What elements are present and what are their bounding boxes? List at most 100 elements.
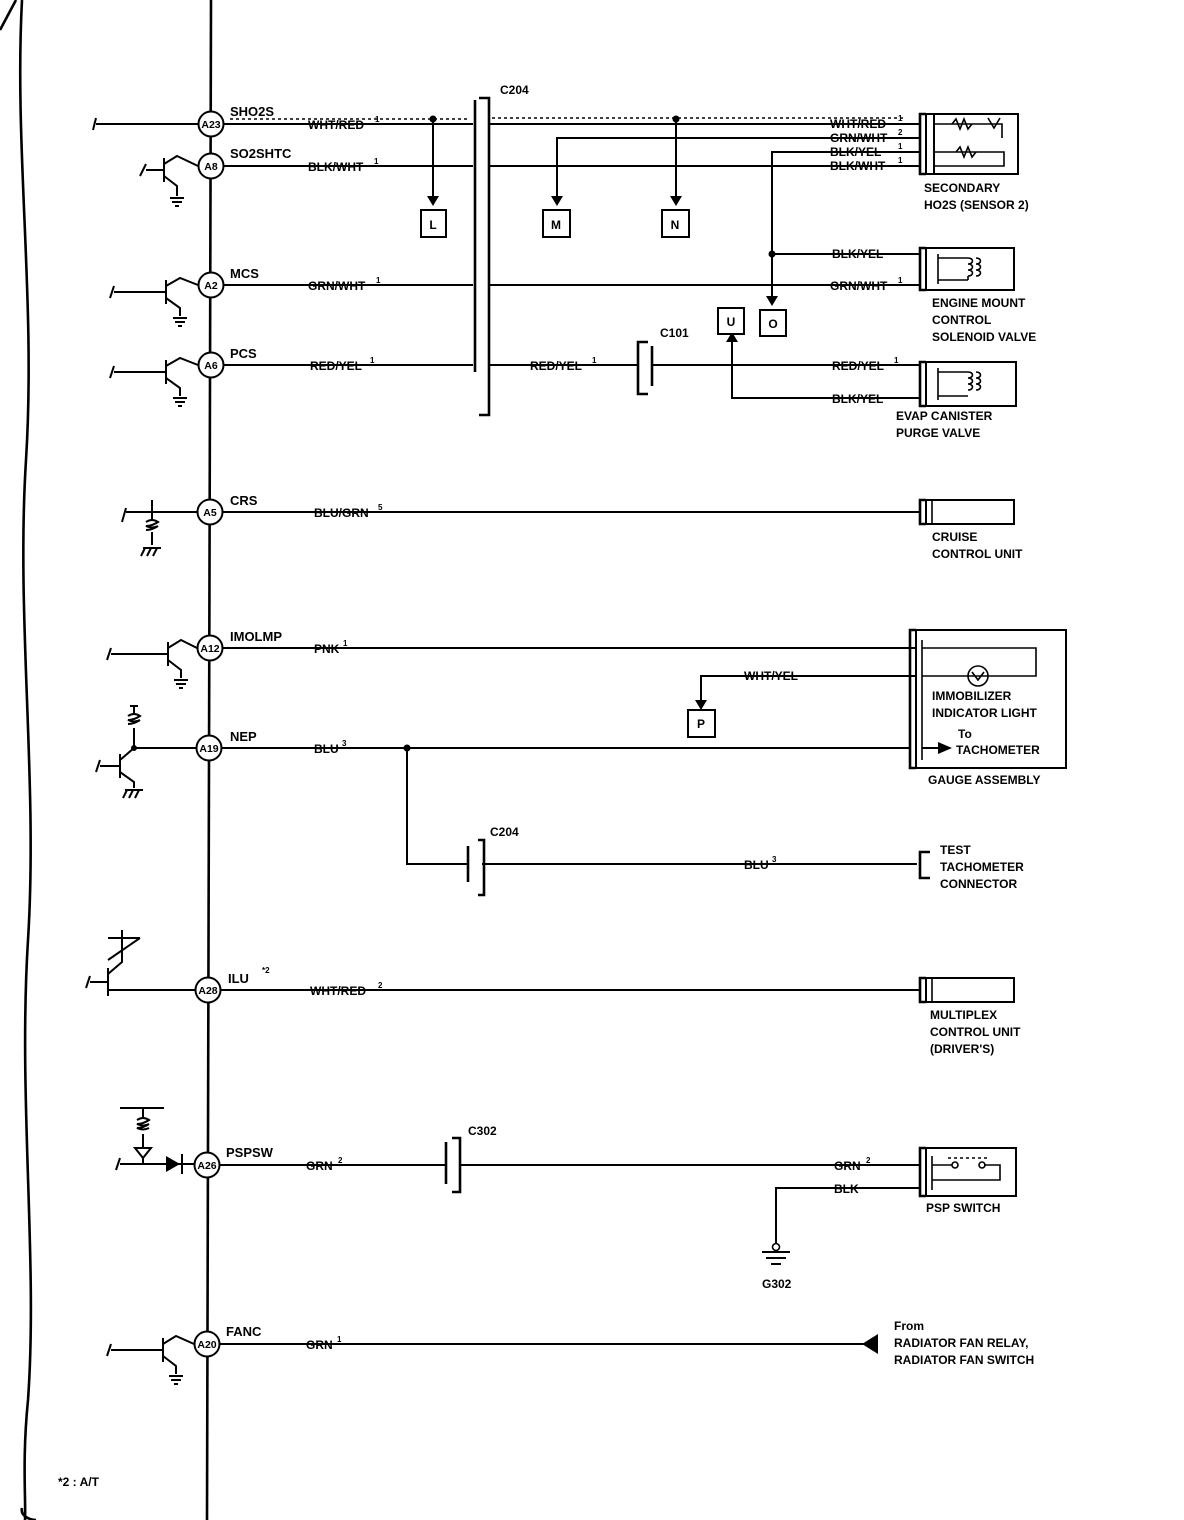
svg-text:From: From bbox=[894, 1319, 924, 1333]
svg-text:1: 1 bbox=[374, 157, 379, 166]
svg-text:1: 1 bbox=[894, 356, 899, 365]
svg-text:U: U bbox=[727, 315, 736, 329]
svg-text:SO2SHTC: SO2SHTC bbox=[230, 146, 292, 161]
svg-text:RED/YEL: RED/YEL bbox=[832, 359, 884, 373]
svg-text:GRN: GRN bbox=[306, 1338, 333, 1352]
ecm-outline bbox=[18, 0, 33, 1520]
svg-text:A8: A8 bbox=[204, 161, 218, 173]
wire-labels: WHT/RED 1 BLK/WHT 1 GRN/WHT 1 RED/YEL 1 RED/… bbox=[306, 114, 903, 1352]
svg-text:*2: *2 bbox=[262, 966, 270, 975]
reference-boxes: L M N O U P bbox=[420, 209, 787, 738]
svg-text:RADIATOR FAN RELAY,: RADIATOR FAN RELAY, bbox=[894, 1336, 1028, 1350]
pin-a6: A6 bbox=[197, 351, 225, 379]
svg-text:BLU/GRN: BLU/GRN bbox=[314, 506, 369, 520]
svg-text:3: 3 bbox=[772, 855, 777, 864]
multiplex-control-unit: MULTIPLEX CONTROL UNIT (DRIVER'S) bbox=[918, 976, 1021, 1056]
svg-text:SHO2S: SHO2S bbox=[230, 104, 274, 119]
ref-o: O bbox=[759, 309, 787, 337]
pin-a8: A8 bbox=[197, 152, 225, 180]
svg-text:BLK/YEL: BLK/YEL bbox=[832, 392, 883, 406]
svg-text:BLK/WHT: BLK/WHT bbox=[308, 160, 364, 174]
input-a5 bbox=[121, 500, 197, 557]
footnote: *2 : A/T bbox=[58, 1475, 100, 1489]
ref-u: U bbox=[717, 307, 745, 335]
transistor-a20 bbox=[106, 1334, 195, 1385]
svg-text:M: M bbox=[551, 218, 561, 232]
pin-a20: A20 bbox=[193, 1330, 221, 1358]
svg-text:IMOLMP: IMOLMP bbox=[230, 629, 282, 644]
components: SECONDARY HO2S (SENSOR 2) ENGINE MOUNT C… bbox=[762, 112, 1067, 1367]
svg-text:1: 1 bbox=[898, 156, 903, 165]
svg-text:BLK: BLK bbox=[834, 1182, 859, 1196]
svg-text:1: 1 bbox=[337, 1335, 342, 1344]
transistor-a6 bbox=[109, 356, 199, 407]
evap-canister-purge-valve: EVAP CANISTER PURGE VALVE bbox=[896, 360, 1017, 440]
svg-text:A28: A28 bbox=[198, 985, 217, 997]
svg-text:1: 1 bbox=[898, 276, 903, 285]
svg-text:TACHOMETER: TACHOMETER bbox=[956, 743, 1040, 757]
transistor-a12 bbox=[106, 638, 198, 689]
svg-text:A20: A20 bbox=[197, 1339, 216, 1351]
svg-text:TEST: TEST bbox=[940, 843, 971, 857]
connector-c101: C101 bbox=[636, 326, 689, 396]
svg-text:2: 2 bbox=[378, 981, 383, 990]
svg-text:BLU: BLU bbox=[314, 742, 339, 756]
connector-c204-bottom: C204 bbox=[466, 825, 519, 897]
svg-text:PCS: PCS bbox=[230, 346, 257, 361]
ref-n: N bbox=[661, 209, 690, 238]
signal-names: SHO2S SO2SHTC MCS PCS CRS IMOLMP NEP ILU… bbox=[226, 104, 292, 1339]
ref-m: M bbox=[542, 209, 571, 238]
svg-text:O: O bbox=[768, 317, 777, 331]
svg-text:GRN/WHT: GRN/WHT bbox=[830, 279, 888, 293]
svg-text:MULTIPLEX: MULTIPLEX bbox=[930, 1008, 997, 1022]
svg-text:ENGINE MOUNT: ENGINE MOUNT bbox=[932, 296, 1026, 310]
svg-text:WHT/RED: WHT/RED bbox=[310, 984, 366, 998]
svg-text:TACHOMETER: TACHOMETER bbox=[940, 860, 1024, 874]
svg-text:A12: A12 bbox=[200, 643, 219, 655]
ecm-bus-top bbox=[0, 0, 18, 31]
svg-text:PSPSW: PSPSW bbox=[226, 1145, 274, 1160]
svg-text:GRN: GRN bbox=[834, 1159, 861, 1173]
svg-text:CRUISE: CRUISE bbox=[932, 530, 977, 544]
svg-text:N: N bbox=[671, 218, 680, 232]
svg-text:GRN/WHT: GRN/WHT bbox=[308, 279, 366, 293]
svg-text:To: To bbox=[958, 727, 972, 741]
svg-text:INDICATOR LIGHT: INDICATOR LIGHT bbox=[932, 706, 1038, 720]
svg-text:1: 1 bbox=[592, 356, 597, 365]
transistor-a28 bbox=[85, 930, 196, 996]
ref-arrows bbox=[427, 196, 778, 710]
transistor-a8 bbox=[139, 154, 199, 207]
svg-text:P: P bbox=[697, 717, 705, 731]
svg-text:3: 3 bbox=[342, 739, 347, 748]
svg-text:(DRIVER'S): (DRIVER'S) bbox=[930, 1042, 994, 1056]
test-tachometer-connector: TEST TACHOMETER CONNECTOR bbox=[918, 843, 1024, 891]
svg-text:5: 5 bbox=[378, 503, 383, 512]
cruise-control-unit: CRUISE CONTROL UNIT bbox=[918, 498, 1023, 561]
svg-text:A19: A19 bbox=[199, 743, 218, 755]
svg-text:A6: A6 bbox=[204, 360, 218, 372]
svg-text:CONTROL: CONTROL bbox=[932, 313, 991, 327]
svg-text:RED/YEL: RED/YEL bbox=[310, 359, 362, 373]
svg-text:1: 1 bbox=[898, 114, 903, 123]
pin-a19: A19 bbox=[195, 734, 223, 762]
svg-text:2: 2 bbox=[338, 1156, 343, 1165]
svg-text:2: 2 bbox=[898, 128, 903, 137]
transistor-a2 bbox=[109, 276, 199, 327]
svg-text:RADIATOR FAN SWITCH: RADIATOR FAN SWITCH bbox=[894, 1353, 1034, 1367]
svg-text:GRN: GRN bbox=[306, 1159, 333, 1173]
input-a26 bbox=[115, 1107, 194, 1174]
svg-text:C204: C204 bbox=[490, 825, 519, 839]
svg-text:GAUGE ASSEMBLY: GAUGE ASSEMBLY bbox=[928, 773, 1040, 787]
svg-text:1: 1 bbox=[370, 356, 375, 365]
svg-text:1: 1 bbox=[343, 639, 348, 648]
svg-text:HO2S (SENSOR 2): HO2S (SENSOR 2) bbox=[924, 198, 1029, 212]
pin-a23: A23 bbox=[197, 110, 225, 138]
pin-a12: A12 bbox=[196, 634, 224, 662]
svg-text:CONTROL UNIT: CONTROL UNIT bbox=[930, 1025, 1021, 1039]
svg-text:BLU: BLU bbox=[744, 858, 769, 872]
ground-g302: G302 bbox=[762, 1242, 792, 1291]
svg-text:NEP: NEP bbox=[230, 729, 257, 744]
svg-text:G302: G302 bbox=[762, 1277, 792, 1291]
svg-text:WHT/YEL: WHT/YEL bbox=[744, 669, 798, 683]
